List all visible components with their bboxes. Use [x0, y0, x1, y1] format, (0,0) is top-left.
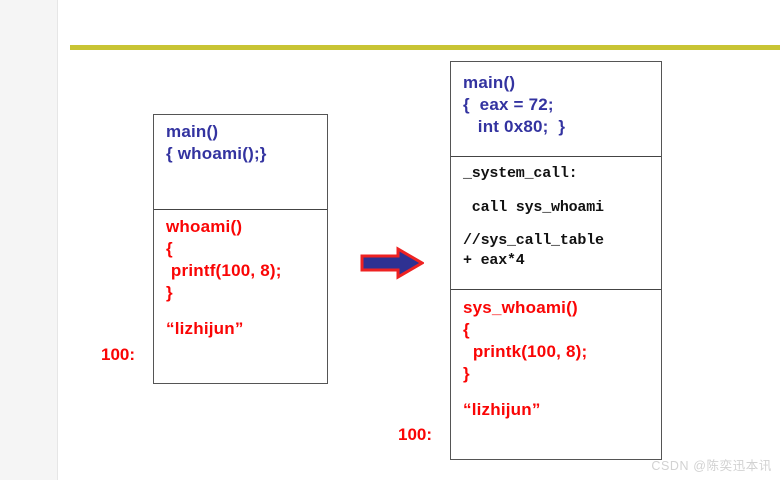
- code-line-comment: //sys_call_table: [463, 232, 604, 249]
- code-line: printk(100, 8);: [463, 342, 588, 362]
- kernel-system-call-section: _system_call: call sys_whoami //sys_call…: [451, 156, 661, 289]
- code-line: int 0x80; }: [463, 117, 566, 137]
- code-line-comment-cont: + eax*4: [463, 251, 525, 269]
- user-space-code-box: main() { whoami();} whoami() { printf(10…: [153, 114, 328, 384]
- code-line: call sys_whoami: [463, 198, 604, 216]
- csdn-watermark: CSDN @陈奕迅本讯: [651, 459, 772, 473]
- code-line: { eax = 72;: [463, 95, 554, 115]
- code-line: printf(100, 8);: [166, 261, 282, 281]
- title-divider-rule: [70, 45, 780, 50]
- code-line: sys_whoami(): [463, 298, 578, 317]
- code-line-label: _system_call:: [463, 165, 578, 182]
- code-line: { whoami();}: [166, 144, 267, 164]
- code-line: }: [166, 283, 173, 303]
- code-line: whoami(): [166, 217, 243, 236]
- code-line-string-literal: “lizhijun”: [463, 400, 541, 420]
- address-label-left: 100:: [101, 345, 136, 364]
- user-main-section: main() { whoami();}: [154, 115, 327, 209]
- kernel-space-code-box: main() { eax = 72; int 0x80; } _system_c…: [450, 61, 662, 460]
- code-line: {: [166, 239, 173, 259]
- code-line-blank: [463, 217, 649, 231]
- left-gutter-strip: [0, 0, 58, 480]
- kernel-sys-whoami-section: sys_whoami() { printk(100, 8); } “lizhij…: [451, 289, 661, 461]
- code-line: main(): [463, 73, 516, 92]
- code-line: }: [463, 364, 470, 384]
- address-label-right: 100:: [398, 425, 433, 444]
- code-line-blank: [463, 184, 649, 198]
- user-whoami-section: whoami() { printf(100, 8); } “lizhijun”: [154, 209, 327, 383]
- code-line: {: [463, 320, 470, 340]
- code-line-blank: [166, 304, 315, 318]
- code-line: main(): [166, 122, 219, 141]
- right-arrow-icon: [360, 246, 424, 280]
- code-line-string-literal: “lizhijun”: [166, 319, 244, 339]
- code-line-blank: [463, 385, 649, 399]
- kernel-main-section: main() { eax = 72; int 0x80; }: [451, 62, 661, 156]
